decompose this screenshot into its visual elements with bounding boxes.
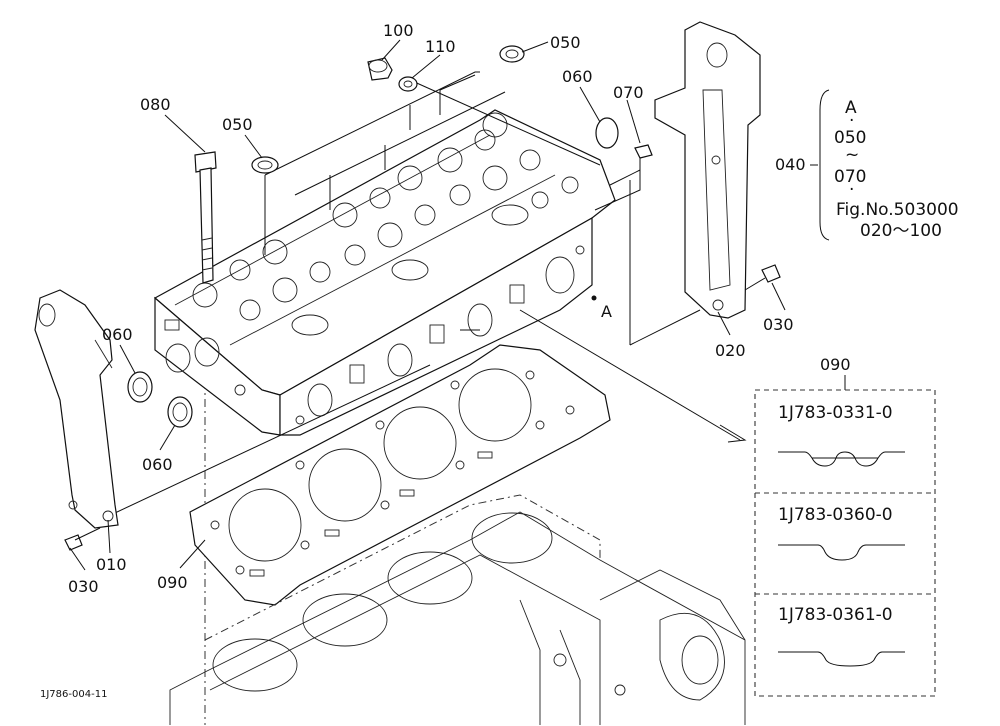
callout-030-left: 030 bbox=[68, 577, 99, 596]
callout-labels: 080 050 100 110 050 060 070 060 060 010 … bbox=[68, 21, 851, 596]
variant-profile-3 bbox=[778, 651, 905, 667]
legend-line-050: 050 bbox=[834, 128, 866, 148]
plug-060-top bbox=[595, 117, 619, 149]
variant-profile-1 bbox=[778, 451, 905, 467]
group-040-legend: A · 050 ~ 070 · Fig.No.503000 020～100 bbox=[834, 98, 959, 241]
legend-fig-no: Fig.No.503000 bbox=[836, 200, 959, 220]
plug-070 bbox=[634, 144, 653, 159]
callout-050-left: 050 bbox=[222, 115, 253, 134]
legend-line-070: 070 bbox=[834, 167, 866, 187]
callout-090-box: 090 bbox=[820, 355, 851, 374]
bracket-020 bbox=[654, 21, 761, 319]
engine-block bbox=[169, 511, 746, 725]
legend-dot-1: · bbox=[849, 111, 854, 131]
seal-050-top bbox=[499, 45, 525, 63]
callout-010: 010 bbox=[96, 555, 127, 574]
callout-040: 040 bbox=[775, 155, 806, 174]
callout-030-right: 030 bbox=[763, 315, 794, 334]
callout-060-top: 060 bbox=[562, 67, 593, 86]
variant-profile-2 bbox=[778, 544, 905, 561]
bolt-030-right bbox=[744, 264, 781, 291]
callout-leaders bbox=[69, 39, 830, 571]
legend-tilde: ~ bbox=[845, 145, 859, 165]
callout-060-left-b: 060 bbox=[142, 455, 173, 474]
gasket-variants-box: 1J783-0331-0 1J783-0360-0 1J783-0361-0 bbox=[754, 375, 936, 697]
variant-part-no-1: 1J783-0331-0 bbox=[778, 403, 893, 423]
callout-110: 110 bbox=[425, 37, 456, 56]
bracket-010 bbox=[34, 289, 119, 529]
variant-part-no-3: 1J783-0361-0 bbox=[778, 605, 893, 625]
callout-080: 080 bbox=[140, 95, 171, 114]
variant-part-no-2: 1J783-0360-0 bbox=[778, 505, 893, 525]
callout-060-left-a: 060 bbox=[102, 325, 133, 344]
legend-range: 020～100 bbox=[860, 221, 942, 241]
plug-060-left-a bbox=[127, 371, 153, 403]
plug-100 bbox=[367, 57, 393, 81]
plug-060-left-b bbox=[167, 396, 193, 428]
legend-line-a: A bbox=[845, 98, 857, 118]
callout-070: 070 bbox=[613, 83, 644, 102]
bolt-080 bbox=[194, 151, 217, 284]
reference-a: A bbox=[601, 302, 612, 321]
callout-020: 020 bbox=[715, 341, 746, 360]
washer-110 bbox=[398, 76, 418, 92]
callout-090-gasket: 090 bbox=[157, 573, 188, 592]
legend-dot-2: · bbox=[849, 180, 854, 200]
callout-050-top: 050 bbox=[550, 33, 581, 52]
head-gasket-090 bbox=[189, 344, 611, 641]
callout-100: 100 bbox=[383, 21, 414, 40]
figure-code: 1J786-004-11 bbox=[40, 689, 107, 700]
seal-050-left bbox=[251, 156, 279, 174]
bolt-030-left bbox=[64, 527, 101, 551]
exploded-leaders bbox=[99, 71, 747, 521]
